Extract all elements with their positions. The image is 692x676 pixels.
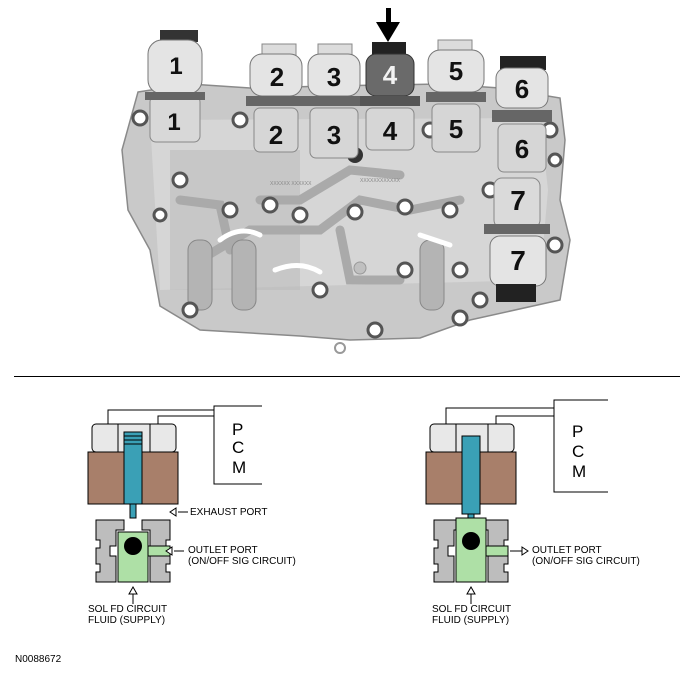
solenoid-7 <box>484 177 550 302</box>
exhaust-port-label: EXHAUST PORT <box>190 507 268 518</box>
valve-body-photo: XXXXXX XXXXXX XXXXXXXXXXXX <box>121 8 571 354</box>
solenoid-diagram-off: P C M EXHAUST PORT OUTLET PORT (ON/OFF S… <box>0 396 346 646</box>
valve-housing <box>95 519 125 583</box>
check-ball <box>462 532 480 550</box>
supply-arrow-icon <box>128 585 138 604</box>
outlet-port-label: OUTLET PORT <box>188 545 258 556</box>
solenoid-number: 1 <box>167 109 180 136</box>
solenoid-number: 7 <box>510 185 526 216</box>
solenoid-3 <box>304 43 364 159</box>
svg-text:XXXXXXXXXXXX: XXXXXXXXXXXX <box>360 178 401 184</box>
outlet-port-sublabel: (ON/OFF SIG CIRCUIT) <box>532 556 640 567</box>
supply-arrow-icon <box>466 585 476 604</box>
solenoid-number: 6 <box>515 74 529 104</box>
outlet-arrow-icon <box>165 546 184 556</box>
supply-sublabel: FLUID (SUPPLY) <box>88 615 166 626</box>
pcm-letter: C <box>572 442 586 461</box>
solenoid-number: 7 <box>510 245 526 276</box>
outlet-port-sublabel: (ON/OFF SIG CIRCUIT) <box>188 556 296 567</box>
solenoid-number: 3 <box>327 62 341 92</box>
solenoid-number: 4 <box>383 60 398 90</box>
pcm-wiring <box>107 409 214 424</box>
figure-id: N0088672 <box>15 654 62 665</box>
solenoid-number: 1 <box>169 53 182 80</box>
solenoid-number: 5 <box>449 114 463 144</box>
solenoid-1 <box>145 30 205 143</box>
solenoid-5 <box>426 39 486 153</box>
solenoid-diagram-on: P C M OUTLET PORT (ON/OFF SIG CIRCUIT) S… <box>346 396 692 646</box>
pcm-letter: M <box>572 462 588 481</box>
plunger <box>123 431 143 505</box>
supply-label: SOL FD CIRCUIT <box>88 604 168 615</box>
solenoid-number: 2 <box>270 62 284 92</box>
supply-label: SOL FD CIRCUIT <box>432 604 512 615</box>
check-ball <box>124 537 142 555</box>
arrow-pointer-icon <box>376 8 400 42</box>
plunger <box>461 435 481 515</box>
solenoid-number: 6 <box>515 134 529 164</box>
supply-sublabel: FLUID (SUPPLY) <box>432 615 510 626</box>
section-divider <box>14 376 680 377</box>
pcm-box <box>553 399 608 493</box>
pcm-box <box>213 405 262 485</box>
outlet-port-label: OUTLET PORT <box>532 545 602 556</box>
solenoid-4 <box>360 42 420 151</box>
solenoid-6 <box>492 56 552 173</box>
outlet-arrow-icon <box>510 546 529 556</box>
solenoid-number: 2 <box>269 120 283 150</box>
pcm-letter: P <box>232 420 245 439</box>
valve-housing <box>433 519 463 583</box>
pcm-letter: C <box>232 438 246 457</box>
pcm-letter: M <box>232 458 248 477</box>
pcm-wiring <box>445 407 554 424</box>
exhaust-arrow-icon <box>169 507 188 517</box>
solenoid-2 <box>246 43 306 153</box>
pcm-letter: P <box>572 422 585 441</box>
solenoid-number: 4 <box>383 116 398 146</box>
solenoid-number: 5 <box>449 56 463 86</box>
solenoid-number: 3 <box>327 120 341 150</box>
svg-text:XXXXXX XXXXXX: XXXXXX XXXXXX <box>270 181 312 187</box>
